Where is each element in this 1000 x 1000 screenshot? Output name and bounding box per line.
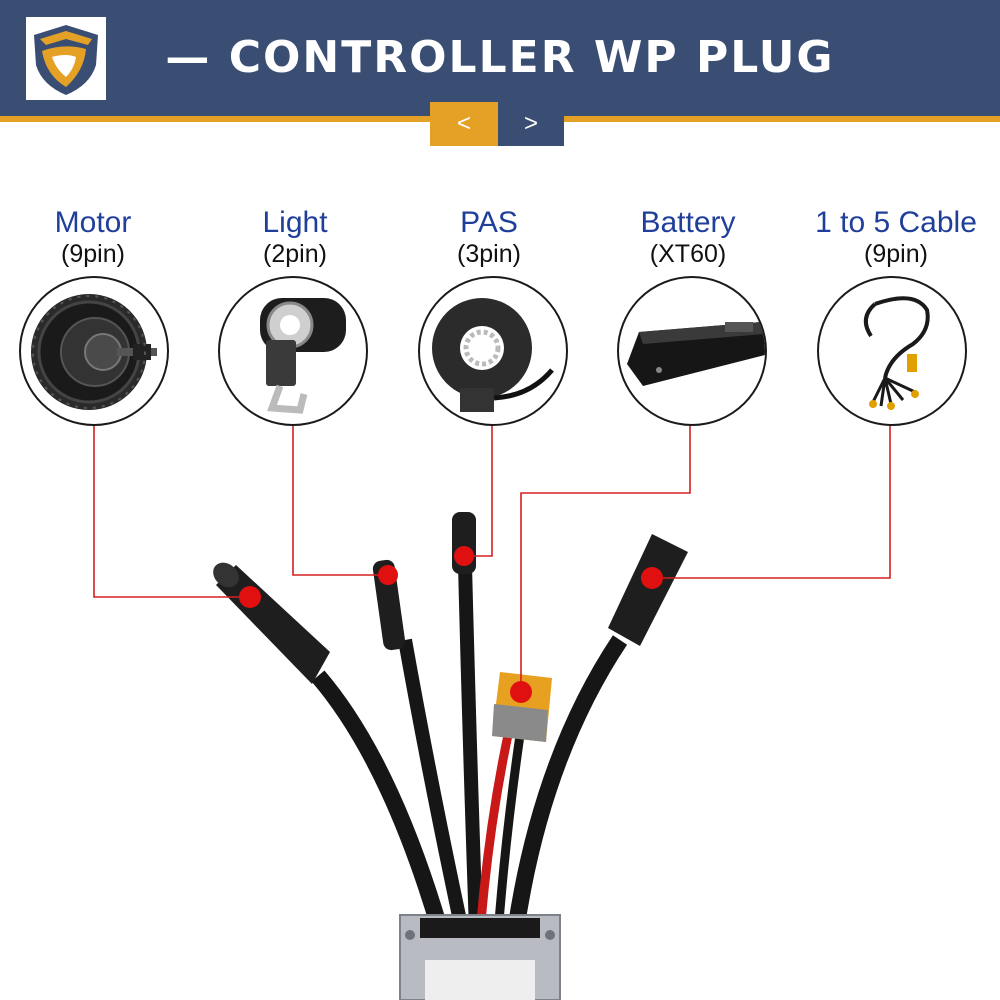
leader-lines xyxy=(93,426,891,692)
hub-motor-icon xyxy=(19,276,169,426)
battery-icon xyxy=(617,276,767,426)
light-marker xyxy=(378,565,398,585)
motor-marker xyxy=(239,586,261,608)
battery-marker xyxy=(510,681,532,703)
brand-logo xyxy=(26,17,106,100)
motor-pin-label: (9pin) xyxy=(61,240,125,268)
header-bar xyxy=(0,0,1000,116)
motor-connector xyxy=(213,562,330,684)
pas-pin-label: (3pin) xyxy=(457,240,521,268)
motor-label: Motor xyxy=(54,206,132,239)
pas-sensor-icon xyxy=(418,276,568,426)
cable-pin-label: (9pin) xyxy=(864,240,928,268)
light-pin-label: (2pin) xyxy=(263,240,327,268)
light-connector xyxy=(372,559,406,651)
pas-label: PAS xyxy=(460,206,518,239)
next-button[interactable]: > xyxy=(498,102,564,146)
light-label: Light xyxy=(262,206,328,239)
cable-connector xyxy=(608,534,688,646)
battery-pin-label: (XT60) xyxy=(649,240,727,268)
split-cable-icon xyxy=(817,276,967,426)
xt60-plug xyxy=(492,672,552,742)
pas-marker xyxy=(454,546,474,566)
cable-marker xyxy=(641,567,663,589)
previous-button[interactable]: < xyxy=(430,102,498,146)
battery-label: Battery xyxy=(640,206,736,239)
headlight-icon xyxy=(218,276,368,426)
cable-label: 1 to 5 Cable xyxy=(815,206,977,239)
controller-box xyxy=(399,914,561,1000)
